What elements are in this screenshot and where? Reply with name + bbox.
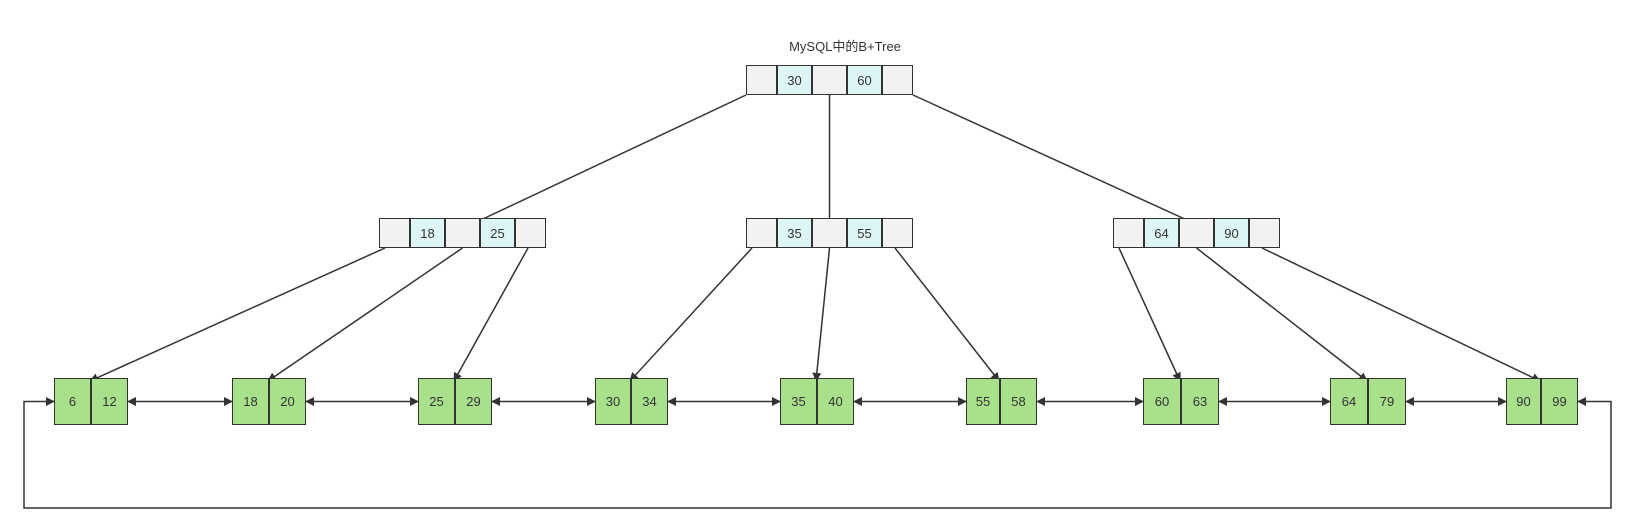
edge-internal-3-to-leaf-9 (1261, 247, 1541, 382)
leaf-4-key-2: 34 (631, 378, 668, 425)
internal-node-1-pointer-3 (515, 218, 546, 248)
edge-internal-2-to-leaf-5 (812, 247, 831, 382)
leaf-7-key-2: 63 (1181, 378, 1219, 425)
internal-node-1-pointer-1 (379, 218, 410, 248)
internal-node-3-pointer-3 (1249, 218, 1280, 248)
root-node-pointer-3 (882, 65, 913, 95)
leaf-9-key-1: 90 (1506, 378, 1541, 425)
leaf-2-key-2: 20 (269, 378, 306, 425)
internal-node-2-key-1: 35 (777, 218, 812, 248)
leaf-6-key-1: 55 (966, 378, 1000, 425)
leaf-6-key-2: 58 (1000, 378, 1037, 425)
internal-node-3-pointer-2 (1179, 218, 1214, 248)
leaf-7-key-1: 60 (1143, 378, 1181, 425)
leaf-5-key-2: 40 (817, 378, 854, 425)
internal-node-1-key-2: 25 (480, 218, 515, 248)
edge-root-to-internal-1 (467, 94, 747, 227)
leaf-1-key-1: 6 (54, 378, 91, 425)
internal-node-2-pointer-2 (812, 218, 847, 248)
leaf-9-key-2: 99 (1541, 378, 1578, 425)
internal-node-1-pointer-2 (445, 218, 480, 248)
leaf-8-key-1: 64 (1330, 378, 1368, 425)
edge-internal-1-to-leaf-1 (89, 247, 386, 382)
internal-node-3-key-2: 90 (1214, 218, 1249, 248)
edge-internal-3-to-leaf-8 (1196, 247, 1368, 382)
internal-node-3-key-1: 64 (1144, 218, 1179, 248)
leaf-8-key-2: 79 (1368, 378, 1406, 425)
leaf-3-key-1: 25 (418, 378, 455, 425)
leaf-5-key-1: 35 (780, 378, 817, 425)
root-node-key-1: 30 (777, 65, 812, 95)
internal-node-2-pointer-3 (882, 218, 913, 248)
leaf-1-key-2: 12 (91, 378, 128, 425)
internal-node-1-key-1: 18 (410, 218, 445, 248)
diagram-title: MySQL中的B+Tree (789, 39, 901, 54)
edge-internal-2-to-leaf-4 (629, 247, 753, 382)
root-node-key-2: 60 (847, 65, 882, 95)
root-node-pointer-2 (812, 65, 847, 95)
leaf-3-key-2: 29 (455, 378, 492, 425)
edge-internal-3-to-leaf-7 (1118, 247, 1181, 382)
edge-root-to-internal-3 (912, 94, 1201, 227)
edge-internal-2-to-leaf-6 (894, 247, 1000, 382)
edge-internal-1-to-leaf-2 (267, 247, 463, 382)
internal-node-2-pointer-1 (746, 218, 777, 248)
root-node-pointer-1 (746, 65, 777, 95)
internal-node-3-pointer-1 (1113, 218, 1144, 248)
leaf-wraparound-link (23, 397, 1612, 509)
leaf-4-key-1: 30 (595, 378, 631, 425)
edge-internal-1-to-leaf-3 (453, 247, 529, 382)
internal-node-2-key-2: 55 (847, 218, 882, 248)
leaf-2-key-1: 18 (232, 378, 269, 425)
